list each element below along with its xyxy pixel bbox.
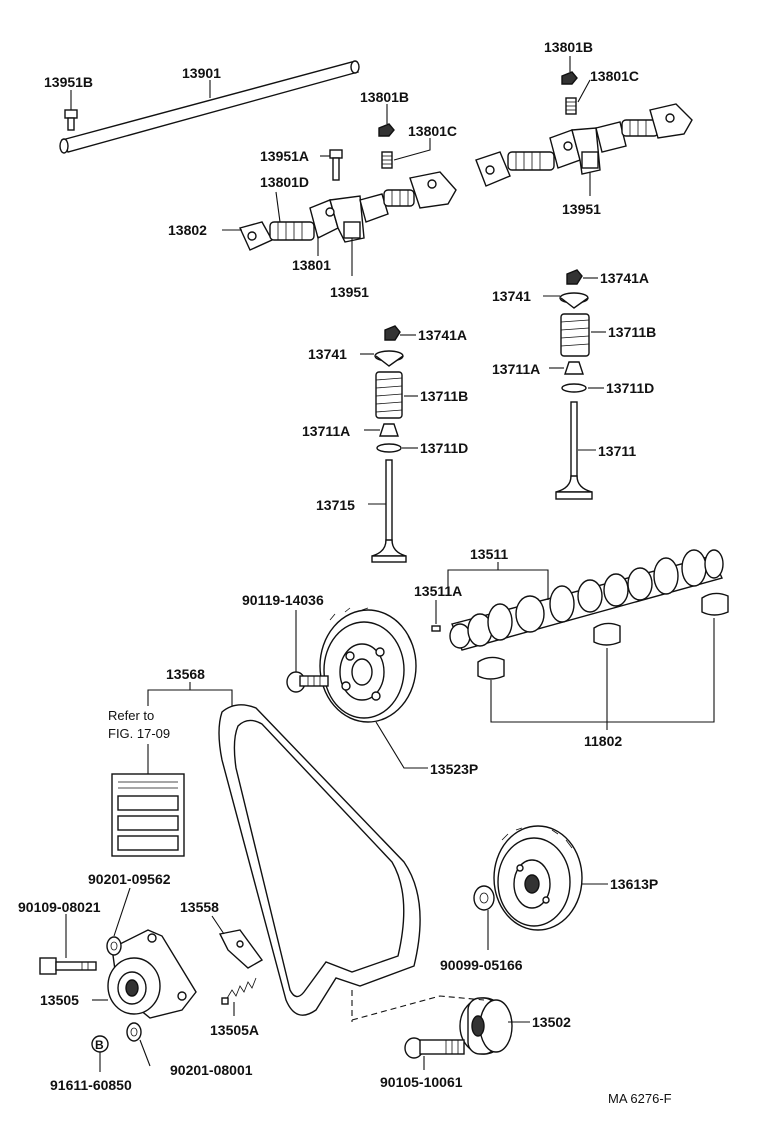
label-90105-10061: 90105-10061	[380, 1074, 463, 1090]
washer-90201-08001	[126, 1022, 142, 1042]
label-13951-right: 13951	[562, 201, 601, 217]
label-90099-05166: 90099-05166	[440, 957, 523, 973]
bearing-11802-2	[593, 622, 621, 646]
nut-13801B-right	[561, 71, 578, 85]
label-13801C-left: 13801C	[408, 123, 457, 139]
bolt-90105-10061	[404, 1037, 465, 1059]
rocker-assembly-left	[239, 171, 457, 251]
screw-13801C-left	[381, 151, 393, 169]
label-13801: 13801	[292, 257, 331, 273]
camshaft	[449, 549, 724, 651]
pin-13511A	[431, 625, 441, 632]
camshaft-pulley	[319, 607, 417, 723]
b-mark-badge: B	[91, 1035, 109, 1053]
label-91611-60850: 91611-60850	[50, 1077, 132, 1093]
washer-90201-09562	[106, 936, 122, 956]
label-13741A-right: 13741A	[600, 270, 649, 286]
label-13711D-right: 13711D	[606, 380, 654, 396]
label-13711: 13711	[598, 443, 636, 459]
label-13523P: 13523P	[430, 761, 478, 777]
bolt-13951B	[64, 109, 78, 131]
label-13613P: 13613P	[610, 876, 658, 892]
label-13568: 13568	[166, 666, 205, 682]
tensioner-bracket	[107, 929, 197, 1019]
valve-stack-left	[371, 325, 407, 563]
label-13711D-left: 13711D	[420, 440, 468, 456]
nut-13801B-left	[378, 123, 395, 137]
crankshaft-pulley	[493, 825, 583, 931]
bearing-11802-3	[701, 592, 729, 616]
label-90201-09562: 90201-09562	[88, 871, 171, 887]
label-13505: 13505	[40, 992, 79, 1008]
label-13711A-left: 13711A	[302, 423, 350, 439]
label-13741-right: 13741	[492, 288, 531, 304]
timing-belt	[218, 704, 421, 1016]
label-13511A: 13511A	[414, 583, 462, 599]
label-13802: 13802	[168, 222, 207, 238]
rocker-assembly-right	[475, 103, 693, 187]
bolt-90119-14036	[286, 671, 329, 693]
label-13741A-left: 13741A	[418, 327, 467, 343]
label-13801D: 13801D	[260, 174, 309, 190]
refer-text-line1: Refer to	[108, 708, 154, 723]
label-13558: 13558	[180, 899, 219, 915]
label-13951B: 13951B	[44, 74, 93, 90]
label-11802: 11802	[584, 733, 622, 749]
label-13801C-right: 13801C	[590, 68, 639, 84]
label-13711B-right: 13711B	[608, 324, 656, 340]
label-90119-14036: 90119-14036	[242, 592, 324, 608]
nut-90099-05166	[473, 885, 495, 911]
label-13502: 13502	[532, 1014, 571, 1030]
label-13711B-left: 13711B	[420, 388, 468, 404]
label-13711A-right: 13711A	[492, 361, 540, 377]
label-90201-08001: 90201-08001	[170, 1062, 253, 1078]
rocker-shaft	[59, 60, 360, 154]
label-13801B-right: 13801B	[544, 39, 593, 55]
bolt-13951A	[329, 149, 343, 181]
valve-stack-right	[555, 269, 593, 500]
bolt-90109-08021	[39, 957, 97, 975]
bracket-13558	[218, 929, 264, 969]
label-13511: 13511	[470, 546, 508, 562]
refer-text-line2: FIG. 17-09	[108, 726, 170, 741]
label-13801B-left: 13801B	[360, 89, 409, 105]
label-90109-08021: 90109-08021	[18, 899, 101, 915]
label-13741-left: 13741	[308, 346, 347, 362]
screw-13801C-right	[565, 97, 577, 115]
label-13901: 13901	[182, 65, 221, 81]
spring-13505A	[221, 977, 257, 1005]
figure-code: MA 6276-F	[608, 1091, 672, 1106]
label-13715: 13715	[316, 497, 355, 513]
idler-pulley	[459, 997, 513, 1055]
label-13951-left: 13951	[330, 284, 369, 300]
reference-card-icon	[111, 773, 185, 857]
label-13505A: 13505A	[210, 1022, 259, 1038]
b-mark-text: B	[95, 1038, 104, 1052]
bearing-11802-1	[477, 656, 505, 680]
label-13951A: 13951A	[260, 148, 309, 164]
